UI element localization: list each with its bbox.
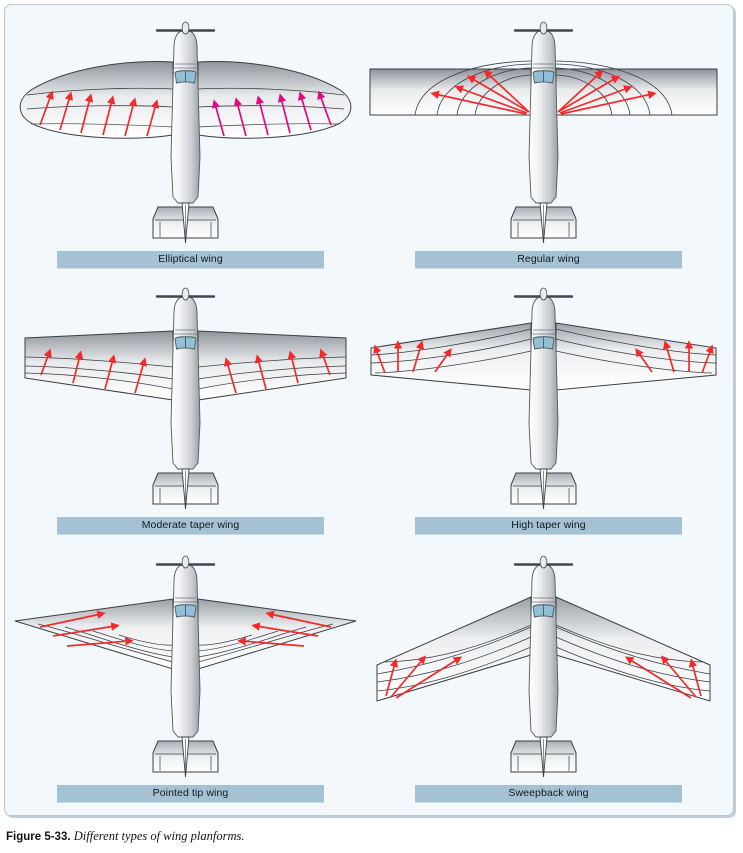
label-band-pointed-tip-wing: Pointed tip wing: [57, 785, 324, 802]
label-text: Moderate taper wing: [141, 519, 240, 532]
windshield: [532, 604, 555, 618]
label-band-elliptical-wing: Elliptical wing: [57, 251, 324, 268]
stall-arrows-left: [430, 69, 530, 115]
label-text: Regular wing: [517, 253, 580, 266]
wing-left: [370, 322, 532, 391]
windshield: [532, 70, 555, 84]
band-underline: [57, 802, 324, 803]
stall-arcs: [414, 60, 673, 116]
empennage: [510, 736, 577, 778]
figure-caption: Figure 5-33. Different types of wing pla…: [6, 829, 706, 844]
wing-right: [555, 322, 717, 391]
wing-left: [14, 598, 174, 670]
propeller: [513, 287, 574, 301]
panel-moderate-taper-wing: Moderate taper wing: [5, 273, 370, 543]
label-band-high-taper-wing: High taper wing: [415, 517, 682, 534]
figure-caption-text: Different types of wing planforms.: [73, 829, 245, 843]
propeller: [155, 287, 216, 301]
wing-planform-grid: Elliptical wing: [5, 5, 733, 815]
empennage: [510, 468, 577, 510]
stall-arrows-right: [635, 340, 714, 374]
windshield: [174, 604, 197, 618]
label-band-moderate-taper-wing: Moderate taper wing: [57, 517, 324, 534]
label-text: Elliptical wing: [158, 253, 223, 266]
stall-arrows-left: [39, 610, 134, 647]
windshield: [174, 336, 197, 350]
pointed-tip-wing-diagram: [14, 555, 357, 778]
wing-left: [24, 330, 174, 401]
panel-pointed-tip-wing: Pointed tip wing: [5, 541, 370, 811]
sweepback-wing-diagram: [376, 555, 711, 778]
elliptical-wing-diagram: [19, 21, 352, 244]
panel-regular-wing: Regular wing: [363, 7, 728, 277]
fuselage: [528, 295, 559, 470]
propeller: [155, 21, 216, 35]
stall-arrows-left: [385, 655, 463, 699]
panel-sweepback-wing: Sweepback wing: [363, 541, 728, 811]
wing-right: [197, 598, 357, 670]
band-underline: [415, 534, 682, 535]
stall-arrows-left: [40, 348, 148, 394]
fuselage: [528, 563, 559, 738]
stall-arrows-right: [223, 348, 331, 394]
stall-arrows-right: [557, 69, 657, 115]
figure-number: Figure 5-33.: [6, 831, 71, 843]
empennage: [510, 202, 577, 244]
propeller: [513, 21, 574, 35]
label-band-regular-wing: Regular wing: [415, 251, 682, 268]
empennage: [152, 468, 219, 510]
panel-elliptical-wing: Elliptical wing: [5, 7, 370, 277]
empennage: [152, 736, 219, 778]
stall-arrows-right: [211, 90, 332, 137]
high-taper-wing-diagram: [370, 287, 717, 510]
stall-arrows-right: [624, 655, 702, 699]
windshield: [174, 70, 197, 84]
fuselage: [528, 29, 559, 204]
propeller: [513, 555, 574, 569]
band-underline: [415, 268, 682, 269]
moderate-taper-wing-diagram: [24, 287, 347, 510]
stall-arrows-left: [39, 90, 160, 137]
fuselage: [170, 295, 201, 470]
wing-right: [197, 330, 347, 401]
empennage: [152, 202, 219, 244]
windshield: [532, 336, 555, 350]
fuselage: [170, 29, 201, 204]
stall-arrows-left: [373, 340, 452, 374]
band-underline: [57, 268, 324, 269]
label-text: Sweepback wing: [508, 787, 589, 800]
band-underline: [415, 802, 682, 803]
figure-panel: Elliptical wing: [4, 4, 734, 816]
fuselage: [170, 563, 201, 738]
panel-high-taper-wing: High taper wing: [363, 273, 728, 543]
regular-wing-diagram: [369, 21, 718, 244]
label-text: High taper wing: [511, 519, 586, 532]
stall-arrows-right: [237, 610, 332, 647]
propeller: [155, 555, 216, 569]
band-underline: [57, 534, 324, 535]
label-band-sweepback-wing: Sweepback wing: [415, 785, 682, 802]
label-text: Pointed tip wing: [152, 787, 229, 800]
